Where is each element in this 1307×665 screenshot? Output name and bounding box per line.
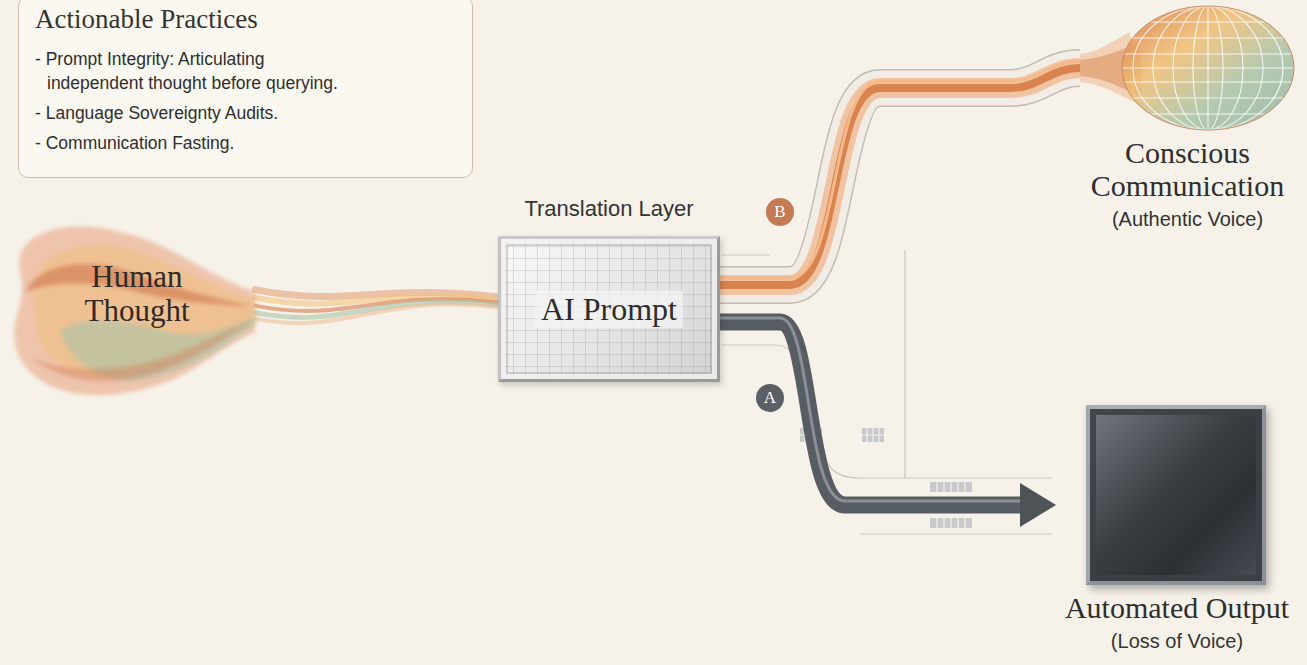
pipe-glow — [720, 68, 1080, 285]
connector — [255, 290, 498, 323]
pipe-highlight — [720, 61, 1080, 278]
grey-channel — [720, 322, 1026, 505]
practice-item: - Prompt Integrity: Articulating indepen… — [35, 47, 347, 95]
layer-heading: Translation Layer — [498, 196, 720, 236]
blob-wash — [30, 320, 255, 381]
box-label: AI Prompt — [535, 291, 683, 328]
channel-highlight — [720, 318, 1026, 501]
outcome-title: Conscious Communication — [1080, 136, 1295, 202]
globe-node: Conscious Communication (Authentic Voice) — [1080, 2, 1295, 232]
connector — [720, 61, 1080, 285]
channel-line — [904, 250, 905, 478]
outcome-title: Automated Output — [1056, 591, 1298, 624]
outcome-subtitle: (Authentic Voice) — [1080, 206, 1295, 232]
glass-pipe — [720, 68, 1080, 285]
output-node: Automated Output (Loss of Voice) — [1056, 405, 1298, 654]
arrowhead — [1020, 483, 1056, 527]
channel-line — [722, 345, 1052, 478]
pipe-band — [720, 68, 1080, 285]
channel-line — [722, 254, 770, 255]
panel-heading: Actionable Practices — [35, 5, 456, 35]
practices-panel: Actionable Practices - Prompt Integrity: … — [18, 0, 473, 178]
meridian — [1207, 2, 1208, 142]
glass-pipe-edge — [720, 68, 1080, 285]
callout-number: B — [766, 198, 794, 226]
thought-blob: Human Thought — [0, 212, 255, 407]
prompt-box: AI Prompt — [498, 236, 720, 382]
callout-number: A — [756, 384, 784, 412]
node-label: Human Thought — [62, 260, 212, 328]
blob-wash — [14, 226, 255, 395]
thought-stream — [255, 304, 498, 323]
practice-item: - Language Sovereignty Audits. — [35, 101, 347, 125]
prompt-node: Translation Layer AI Prompt — [498, 196, 720, 382]
practice-item: - Communication Fasting. — [35, 131, 347, 155]
globe-figure — [1080, 2, 1295, 140]
globe-outline — [1122, 6, 1294, 130]
globe-grid — [1110, 2, 1307, 142]
output-square — [1086, 405, 1266, 585]
connector — [720, 318, 1056, 527]
outcome-subtitle: (Loss of Voice) — [1056, 628, 1298, 654]
channel-line — [860, 533, 1052, 534]
